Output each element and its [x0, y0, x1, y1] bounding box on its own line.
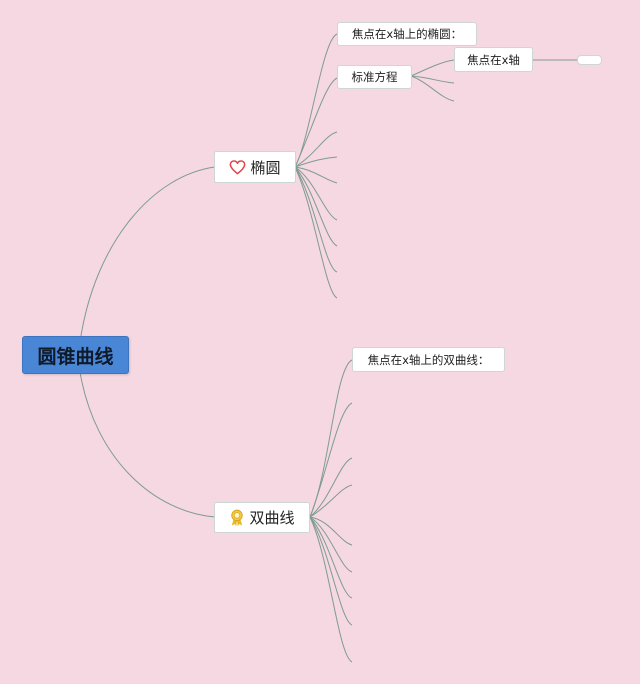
connector-standard-empty-1	[410, 75, 455, 84]
connector-standard-empty-2	[410, 75, 455, 102]
connector-ellipse-empty-2	[294, 156, 338, 168]
connector-hyperbola-child-1	[309, 359, 353, 518]
connector-hyperbola-empty-5	[309, 516, 353, 573]
connector-ellipse-empty-3	[294, 166, 338, 184]
root-label: 圆锥曲线	[37, 345, 114, 368]
award-ribbon-icon	[229, 509, 245, 527]
hyperbola-child-focus-x-label: 焦点在x轴上的双曲线：	[367, 352, 490, 367]
root-node[interactable]: 圆锥曲线	[22, 336, 129, 374]
empty-leaf-node[interactable]	[577, 55, 602, 65]
connector-ellipse-empty-6	[294, 166, 338, 273]
connector-hyperbola-empty-7	[309, 516, 353, 626]
connector-hyperbola-empty-3	[309, 484, 353, 518]
hyperbola-child-focus-x[interactable]: 焦点在x轴上的双曲线：	[352, 347, 505, 372]
connector-hyperbola-empty-1	[309, 402, 353, 518]
ellipse-grandchild-focus-x[interactable]: 焦点在x轴	[454, 47, 533, 72]
branch-hyperbola-label: 双曲线	[249, 509, 295, 527]
connector-root-hyperbola	[79, 371, 216, 518]
connector-hyperbola-empty-6	[309, 516, 353, 599]
ellipse-child-focus-x[interactable]: 焦点在x轴上的椭圆：	[337, 22, 477, 46]
connector-ellipse-child-1	[294, 33, 338, 168]
connector-ellipse-empty-1	[294, 131, 338, 168]
connector-root-ellipse	[79, 166, 216, 343]
ellipse-child-focus-x-label: 焦点在x轴上的椭圆：	[351, 27, 463, 41]
connector-hyperbola-empty-4	[309, 516, 353, 546]
connector-hyperbola-empty-8	[309, 516, 353, 663]
ellipse-child-standard-equation[interactable]: 标准方程	[337, 65, 412, 89]
ellipse-grandchild-focus-x-label: 焦点在x轴	[467, 52, 520, 67]
connector-ellipse-child-2	[294, 77, 338, 168]
ellipse-child-standard-equation-label: 标准方程	[351, 70, 398, 84]
branch-ellipse[interactable]: 椭圆	[214, 151, 296, 183]
connector-standard-grandchild	[410, 59, 455, 77]
connector-hyperbola-empty-2	[309, 457, 353, 518]
connector-ellipse-empty-4	[294, 166, 338, 221]
branch-ellipse-label: 椭圆	[250, 158, 281, 177]
connector-ellipse-empty-7	[294, 166, 338, 299]
connector-ellipse-empty-5	[294, 166, 338, 247]
heart-icon	[229, 159, 246, 175]
branch-hyperbola[interactable]: 双曲线	[214, 502, 310, 533]
